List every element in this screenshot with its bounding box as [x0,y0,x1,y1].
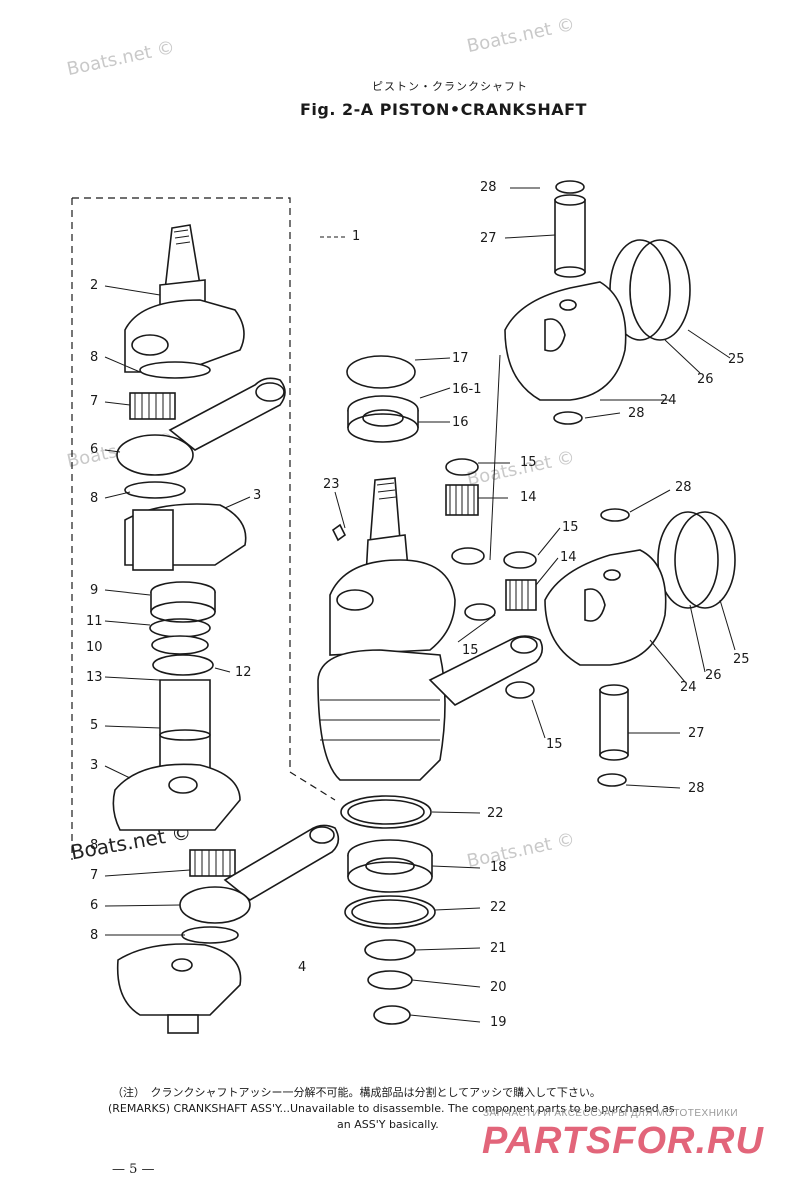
remarks-japanese: （注） クランクシャフトアッシー一分解不可能。構成部品は分割としてアッシで購入し… [112,1086,601,1099]
label-part-10: 10 [86,640,103,655]
label-part-6b: 6 [90,898,99,913]
label-part-26b: 26 [705,668,722,683]
label-part-4: 4 [298,960,307,975]
label-part-1: 1 [352,229,361,244]
label-part-21: 21 [490,941,507,956]
label-part-24a: 24 [660,393,677,408]
label-part-14b: 14 [560,550,577,565]
label-part-28a: 28 [480,180,497,195]
label-part-2: 2 [90,278,99,293]
label-part-25b: 25 [733,652,750,667]
label-part-15c: 15 [462,643,479,658]
japanese-title: ピストン・クランクシャフト [372,80,528,93]
label-part-8b: 8 [90,491,99,506]
label-part-7b: 7 [90,868,99,883]
remarks-english-line2: an ASS'Y basically. [337,1118,439,1131]
label-part-5: 5 [90,718,99,733]
brand-subtitle: ЗАПЧАСТИ И АКСЕССУАРЫ ДЛЯ МОТОТЕХНИКИ [483,1108,739,1119]
label-part-19: 19 [490,1015,507,1030]
label-part-12: 12 [235,665,252,680]
label-part-26a: 26 [697,372,714,387]
label-part-15d: 15 [546,737,563,752]
label-part-27a: 27 [480,231,497,246]
label-part-11: 11 [86,614,103,629]
label-part-18: 18 [490,860,507,875]
label-part-20: 20 [490,980,507,995]
page-number: — 5 — [112,1162,155,1177]
label-part-6a: 6 [90,442,99,457]
label-part-7a: 7 [90,394,99,409]
label-part-16: 16 [452,415,469,430]
label-part-9: 9 [90,583,99,598]
label-part-16-1: 16-1 [452,382,482,397]
figure-title: Fig. 2-A PISTON•CRANKSHAFT [300,100,587,119]
label-part-28b: 28 [628,406,645,421]
label-part-14a: 14 [520,490,537,505]
label-part-8c: 8 [90,838,99,853]
label-part-3b: 3 [90,758,99,773]
label-part-13: 13 [86,670,103,685]
label-part-3a: 3 [253,488,262,503]
label-part-23: 23 [323,477,340,492]
label-part-22a: 22 [487,806,504,821]
label-part-15a: 15 [520,455,537,470]
label-part-8a: 8 [90,350,99,365]
label-part-28d: 28 [688,781,705,796]
label-part-27b: 27 [688,726,705,741]
label-part-15b: 15 [562,520,579,535]
label-part-8d: 8 [90,928,99,943]
label-part-24b: 24 [680,680,697,695]
label-part-22b: 22 [490,900,507,915]
label-part-25a: 25 [728,352,745,367]
brand-logo: PARTSFOR.RU [482,1120,764,1162]
remarks-english-line1: (REMARKS) CRANKSHAFT ASS'Y...Unavailable… [108,1102,675,1115]
label-part-17: 17 [452,351,469,366]
label-part-28c: 28 [675,480,692,495]
